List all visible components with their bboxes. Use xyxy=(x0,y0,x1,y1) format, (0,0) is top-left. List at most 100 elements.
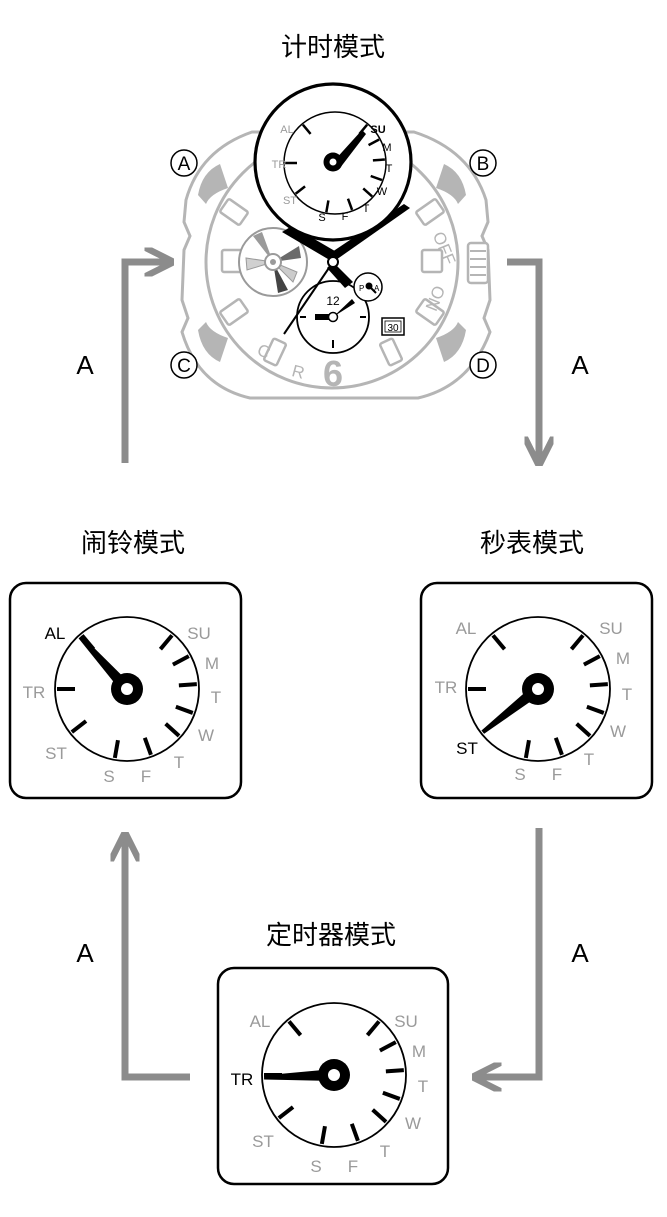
timer-mode-panel: AL SU M T W T F S ST TR xyxy=(216,966,450,1186)
stopwatch-mode-panel: AL SU M T W T F S ST TR xyxy=(419,581,654,800)
timer-s-label: S xyxy=(310,1157,321,1176)
alarm-m-label: M xyxy=(205,654,219,673)
button-d-circle xyxy=(469,351,497,379)
stopwatch-t2-label: T xyxy=(584,750,594,769)
dial-tick xyxy=(491,634,507,651)
title-alarm-mode: 闹铃模式 xyxy=(81,529,185,559)
alarm-su-label: SU xyxy=(187,624,211,643)
dial-tick xyxy=(371,1108,388,1124)
alarm-st-label: ST xyxy=(45,744,67,763)
date-value: 30 xyxy=(387,323,399,334)
arrow-stopwatch-to-timer xyxy=(478,828,543,1077)
mag-t2-label: T xyxy=(363,203,370,215)
button-a-shape xyxy=(198,164,228,204)
mag-s-label: S xyxy=(318,212,325,224)
hour-hand xyxy=(282,226,340,262)
timer-hand xyxy=(263,1069,335,1081)
pa-indicator: P A xyxy=(353,272,383,302)
hand-hub-center xyxy=(121,683,133,695)
mag-tr-label: TR xyxy=(272,159,287,171)
button-d-label: D xyxy=(476,356,490,377)
mag-dial-tick xyxy=(325,200,330,213)
dial-tick xyxy=(158,634,174,651)
stopwatch-s-label: S xyxy=(514,765,525,784)
stopwatch-su-label: SU xyxy=(599,619,623,638)
hand-hub-center xyxy=(328,1069,340,1081)
mag-st-label: ST xyxy=(283,195,297,207)
dial-tick xyxy=(589,682,608,688)
dial-tick xyxy=(171,654,190,667)
press-a-label-upper-left: A xyxy=(76,350,94,380)
dial-tick xyxy=(178,682,197,688)
arrow-timekeeping-to-stopwatch xyxy=(507,258,539,460)
press-a-label-lower-right: A xyxy=(571,938,589,968)
dial-tick xyxy=(365,1020,381,1037)
dial-tick xyxy=(523,739,531,759)
button-letters: A B C D xyxy=(170,149,497,379)
mag-f-label: F xyxy=(342,211,349,223)
stopwatch-t-label: T xyxy=(622,685,632,704)
mag-dial-tick xyxy=(346,198,354,211)
dial-tick xyxy=(385,1068,404,1074)
dial-tick xyxy=(382,1090,401,1101)
alarm-t2-label: T xyxy=(174,753,184,772)
stopwatch-al-label: AL xyxy=(456,619,477,638)
alarm-tr-label: TR xyxy=(23,683,46,702)
timer-al-label: AL xyxy=(250,1012,271,1031)
press-a-label-upper-right: A xyxy=(571,350,589,380)
timer-st-label: ST xyxy=(252,1132,274,1151)
dial-tick xyxy=(319,1125,327,1145)
mag-dial-tick xyxy=(294,185,306,195)
mag-al-label: AL xyxy=(280,124,293,136)
dial-tick xyxy=(70,719,88,734)
button-b-label: B xyxy=(477,154,490,175)
hour-markers xyxy=(219,198,445,367)
watch-illustration: OFF ON C R 6 12 P xyxy=(170,82,497,400)
mag-dial-tick xyxy=(367,138,380,147)
dial-tick xyxy=(553,737,564,756)
alarm-f-label: F xyxy=(141,767,151,786)
subdial-twelve-label: 12 xyxy=(326,294,340,308)
date-window xyxy=(381,317,405,336)
mag-w-label: W xyxy=(377,186,388,198)
stopwatch-w-label: W xyxy=(610,722,626,741)
button-c-circle xyxy=(170,351,198,379)
dial-tick xyxy=(378,1040,397,1053)
button-a-label: A xyxy=(178,154,191,175)
second-hand xyxy=(283,261,334,335)
dial-tick xyxy=(277,1105,295,1120)
six-label: 6 xyxy=(323,353,343,394)
dial-tick xyxy=(586,704,605,715)
timer-t2-label: T xyxy=(380,1142,390,1161)
alarm-s-label: S xyxy=(103,767,114,786)
dial-tick xyxy=(569,634,585,651)
title-timer-mode: 定时器模式 xyxy=(266,921,396,951)
dial-tick xyxy=(164,722,181,738)
dial-tick xyxy=(142,737,153,756)
function-indicator-subdial xyxy=(238,227,308,297)
button-d-shape xyxy=(436,322,466,362)
dial-tick xyxy=(582,654,601,667)
stopwatch-f-label: F xyxy=(552,765,562,784)
dial-tick xyxy=(175,704,194,715)
time-subdial: 12 xyxy=(296,280,370,354)
mag-dial-tick xyxy=(370,174,383,182)
mag-dial-tick xyxy=(362,187,373,198)
timer-t-label: T xyxy=(418,1077,428,1096)
center-pin xyxy=(327,256,339,268)
crown xyxy=(466,241,490,285)
timer-tr-label: TR xyxy=(231,1070,254,1089)
timer-m-label: M xyxy=(412,1042,426,1061)
dial-tick xyxy=(112,739,120,759)
a-label: A xyxy=(374,284,380,293)
mag-dial-tick xyxy=(372,158,385,162)
alarm-w-label: W xyxy=(198,726,214,745)
timer-f-label: F xyxy=(348,1157,358,1176)
p-label: P xyxy=(359,284,364,293)
stopwatch-st-label: ST xyxy=(456,739,478,758)
arrow-alarm-to-timekeeping xyxy=(121,262,168,463)
press-a-label-lower-left: A xyxy=(76,938,94,968)
arrow-timer-to-alarm xyxy=(125,838,190,1081)
dial-tick xyxy=(575,722,592,738)
